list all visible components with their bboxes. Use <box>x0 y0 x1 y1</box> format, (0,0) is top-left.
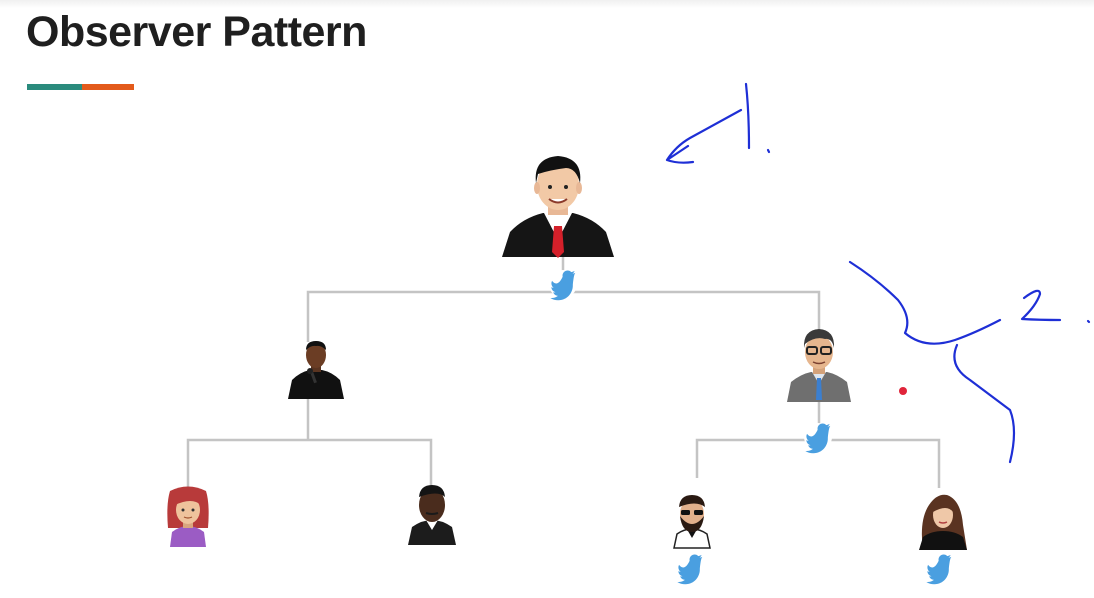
annotation-arrow-to-root <box>665 108 743 164</box>
leaf-4-twitter-badge[interactable] <box>925 554 953 585</box>
root-twitter-badge[interactable] <box>549 270 577 301</box>
slide-title: Observer Pattern <box>26 8 367 56</box>
red-haired-woman-avatar-icon <box>167 486 209 547</box>
annotation-number-1 <box>744 82 751 150</box>
annotation-marks <box>665 82 1091 464</box>
annotation-dot-2 <box>1086 319 1091 324</box>
annotation-dot-1 <box>766 148 771 154</box>
man-with-microphone-avatar-icon <box>288 341 344 399</box>
annotation-number-2 <box>1020 289 1062 322</box>
right-follower-twitter-badge[interactable] <box>804 423 832 454</box>
leaf-3-twitter-badge[interactable] <box>676 554 704 585</box>
underline-teal-segment <box>27 84 82 90</box>
man-with-glasses-avatar-icon <box>787 329 851 402</box>
laser-pointer-dot <box>899 387 907 395</box>
top-shadow-bar <box>0 0 1094 8</box>
bearded-man-sunglasses-avatar-icon <box>673 495 711 549</box>
underline-orange-segment <box>82 84 134 90</box>
businessman-avatar-icon <box>502 156 614 258</box>
annotation-arrow-to-follower <box>848 260 1016 464</box>
long-haired-woman-avatar-icon <box>919 494 967 550</box>
man-in-suit-avatar-icon <box>408 485 456 545</box>
left-branch-connector <box>186 398 433 488</box>
